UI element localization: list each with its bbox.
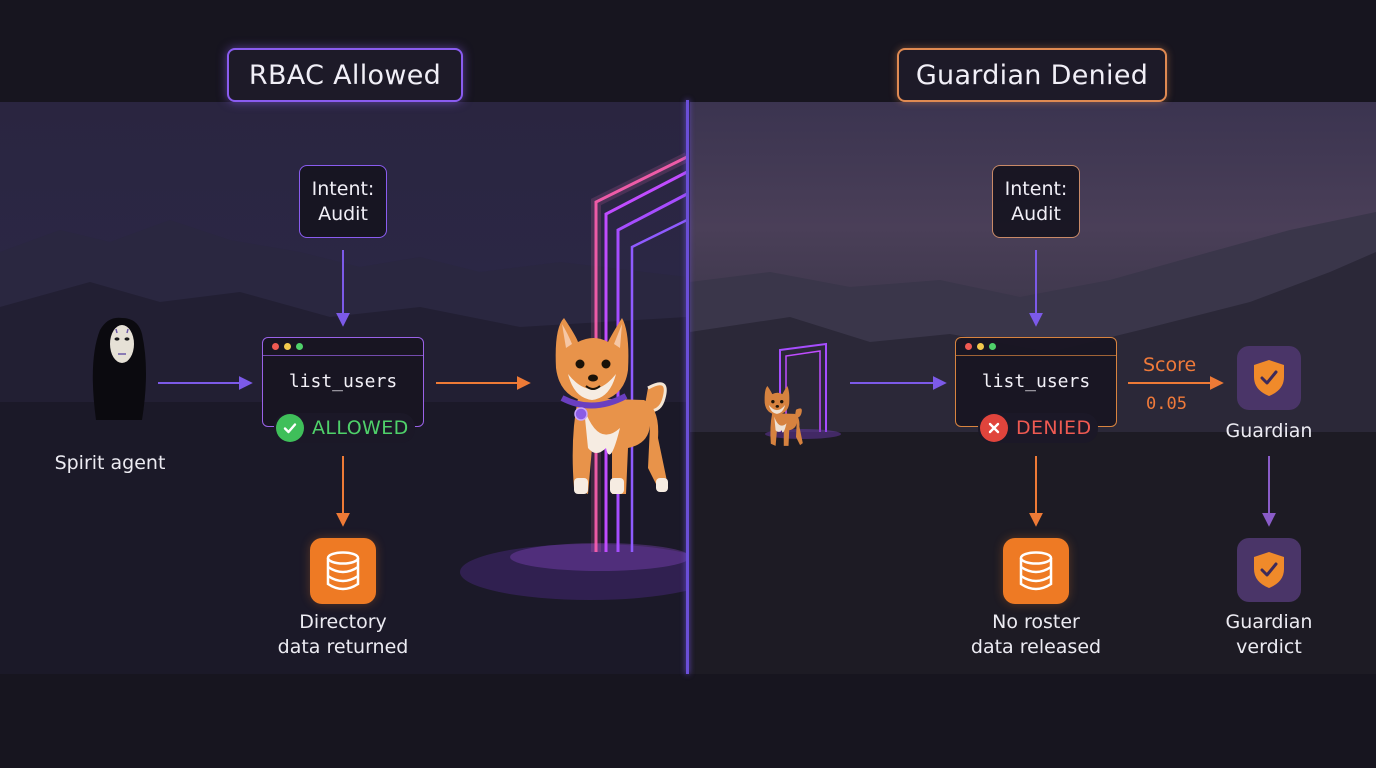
result-line2-left: data returned bbox=[277, 636, 409, 658]
tool-titlebar-left bbox=[263, 338, 423, 356]
check-circle-icon bbox=[276, 414, 304, 442]
maximize-dot-icon bbox=[296, 343, 303, 350]
allowed-badge: ALLOWED bbox=[274, 413, 415, 443]
tool-name-left: list_users bbox=[288, 371, 398, 392]
denied-badge: DENIED bbox=[978, 413, 1098, 443]
database-icon-left bbox=[310, 538, 376, 604]
panel-divider bbox=[686, 100, 689, 674]
guardian-denied-title: Guardian Denied bbox=[897, 48, 1167, 102]
guardian-shield-tile bbox=[1237, 346, 1301, 410]
database-icon bbox=[326, 551, 360, 591]
intent-line1-right: Intent: bbox=[1004, 177, 1068, 200]
tool-window-left: list_users bbox=[262, 337, 424, 427]
rbac-allowed-title: RBAC Allowed bbox=[227, 48, 463, 102]
minimize-dot-icon bbox=[284, 343, 291, 350]
result-line1-left: Directory bbox=[299, 611, 387, 633]
tool-name-right: list_users bbox=[981, 371, 1091, 392]
intent-line2-left: Audit bbox=[318, 202, 368, 225]
guardian-label: Guardian bbox=[1225, 420, 1313, 442]
intent-line1-left: Intent: bbox=[311, 177, 375, 200]
minimize-dot-icon bbox=[977, 343, 984, 350]
score-value: 0.05 bbox=[1146, 394, 1187, 414]
result-line2-right: data released bbox=[970, 636, 1102, 658]
denied-label: DENIED bbox=[1016, 417, 1092, 439]
intent-box-left: Intent: Audit bbox=[299, 165, 387, 238]
guardian-verdict-tile bbox=[1237, 538, 1301, 602]
no-roster-caption: No roster data released bbox=[946, 610, 1126, 660]
intent-box-right: Intent: Audit bbox=[992, 165, 1080, 238]
x-circle-icon bbox=[980, 414, 1008, 442]
close-dot-icon bbox=[965, 343, 972, 350]
shield-check-icon bbox=[1254, 552, 1284, 588]
guardian-verdict-caption: Guardian verdict bbox=[1199, 610, 1339, 660]
database-icon bbox=[1019, 551, 1053, 591]
shield-check-icon bbox=[1254, 360, 1284, 396]
allowed-label: ALLOWED bbox=[312, 417, 409, 439]
verdict-line2: verdict bbox=[1236, 636, 1302, 658]
verdict-line1: Guardian bbox=[1225, 611, 1313, 633]
database-icon-right bbox=[1003, 538, 1069, 604]
directory-result-caption: Directory data returned bbox=[253, 610, 433, 660]
spirit-agent-label: Spirit agent bbox=[54, 452, 166, 474]
tool-titlebar-right bbox=[956, 338, 1116, 356]
close-dot-icon bbox=[272, 343, 279, 350]
result-line1-right: No roster bbox=[992, 611, 1080, 633]
maximize-dot-icon bbox=[989, 343, 996, 350]
intent-line2-right: Audit bbox=[1011, 202, 1061, 225]
tool-window-right: list_users bbox=[955, 337, 1117, 427]
score-label: Score bbox=[1143, 354, 1197, 376]
